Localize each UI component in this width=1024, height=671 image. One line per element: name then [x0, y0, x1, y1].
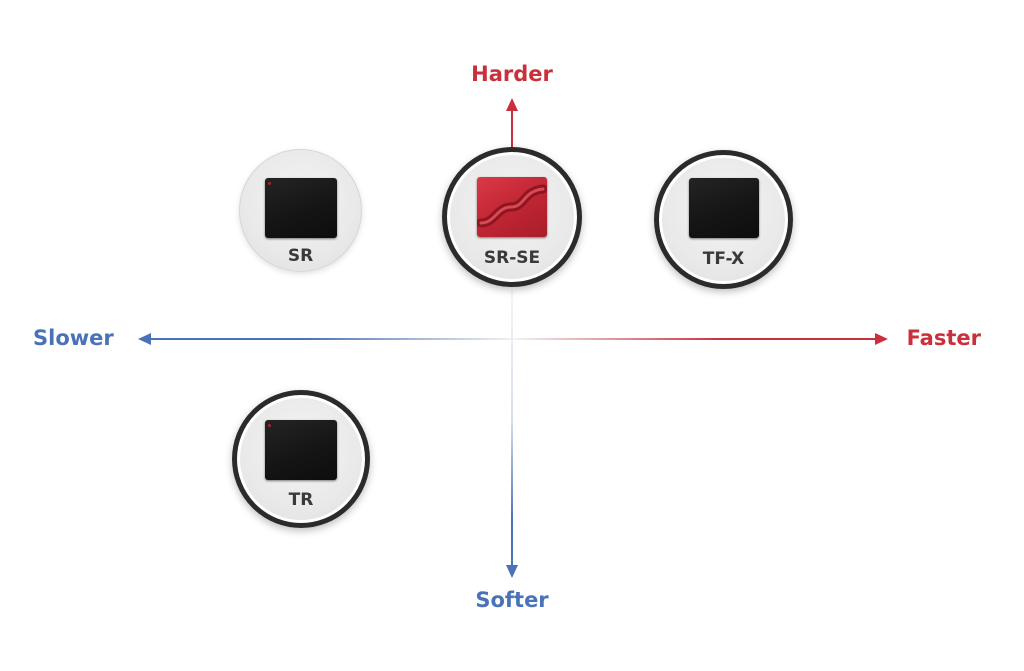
label-slower: Slower	[33, 326, 114, 350]
product-tf-x[interactable]: TF-X	[654, 150, 793, 289]
down-arrowhead	[506, 565, 518, 578]
pad-icon	[688, 178, 759, 238]
pad-icon	[264, 178, 337, 238]
product-name: TF-X	[702, 249, 745, 269]
pad-icon	[265, 420, 337, 480]
product-name: TR	[288, 490, 314, 510]
left-arrowhead	[138, 333, 151, 345]
label-softer: Softer	[475, 588, 549, 612]
label-harder: Harder	[471, 62, 553, 86]
up-arrowhead	[506, 98, 518, 111]
label-faster: Faster	[906, 326, 981, 350]
product-sr[interactable]: SR	[239, 149, 362, 272]
product-name: SR-SE	[483, 248, 541, 268]
product-tr[interactable]: TR	[232, 390, 370, 528]
right-arrowhead	[875, 333, 888, 345]
product-name: SR	[287, 246, 314, 266]
product-sr-se[interactable]: SR-SE	[442, 147, 582, 287]
pad-icon-red	[477, 177, 547, 237]
